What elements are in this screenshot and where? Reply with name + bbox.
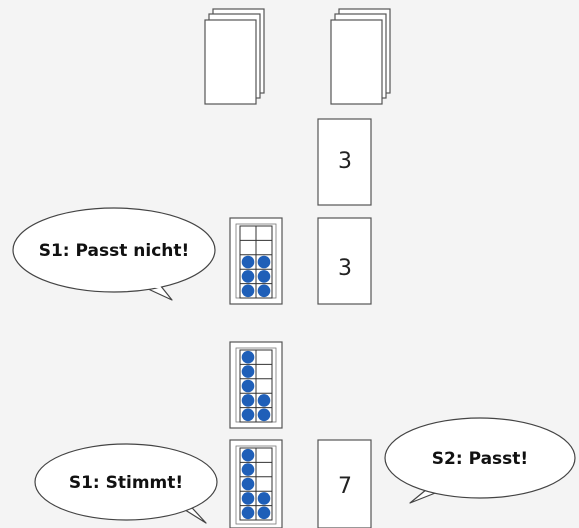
dot-icon xyxy=(241,284,255,298)
number-card-1-value: 3 xyxy=(338,149,352,174)
speech-bubble-s1-stimmt: S1: Stimmt! xyxy=(34,443,218,524)
dot-icon xyxy=(241,492,255,505)
dot-icon xyxy=(241,350,255,364)
speech-bubble-text: S2: Passt! xyxy=(432,449,528,469)
dot-icon xyxy=(241,477,255,491)
dot-icon xyxy=(241,448,255,462)
dot-icon xyxy=(257,408,271,422)
dot-card-1[interactable] xyxy=(229,217,283,305)
number-card-2[interactable]: 3 xyxy=(317,217,372,305)
dot-card-2[interactable] xyxy=(229,341,283,429)
dot-icon xyxy=(241,408,255,422)
dot-card-3[interactable] xyxy=(229,439,283,528)
number-card-1[interactable]: 3 xyxy=(317,118,372,206)
number-card-3[interactable]: 7 xyxy=(317,439,372,528)
dot-icon xyxy=(241,506,255,520)
dot-icon xyxy=(257,506,271,520)
dot-icon xyxy=(241,255,255,269)
dot-icon xyxy=(257,284,271,298)
dot-icon xyxy=(257,270,271,283)
dot-icon xyxy=(241,270,255,283)
card-stack-left[interactable] xyxy=(204,8,265,105)
speech-bubble-s1-passt-nicht: S1: Passt nicht! xyxy=(12,207,216,301)
speech-bubble-text: S1: Stimmt! xyxy=(69,473,183,493)
dot-icon xyxy=(241,463,255,476)
dot-icon xyxy=(241,365,255,378)
speech-bubble-text: S1: Passt nicht! xyxy=(39,241,190,261)
dot-icon xyxy=(257,255,271,269)
card-stack-right[interactable] xyxy=(330,8,391,105)
number-card-3-value: 7 xyxy=(338,474,352,499)
speech-bubble-s2-passt: S2: Passt! xyxy=(384,417,576,504)
dot-icon xyxy=(241,379,255,393)
number-card-2-value: 3 xyxy=(338,256,352,281)
dot-icon xyxy=(257,492,271,505)
dot-icon xyxy=(257,394,271,407)
dot-icon xyxy=(241,394,255,407)
